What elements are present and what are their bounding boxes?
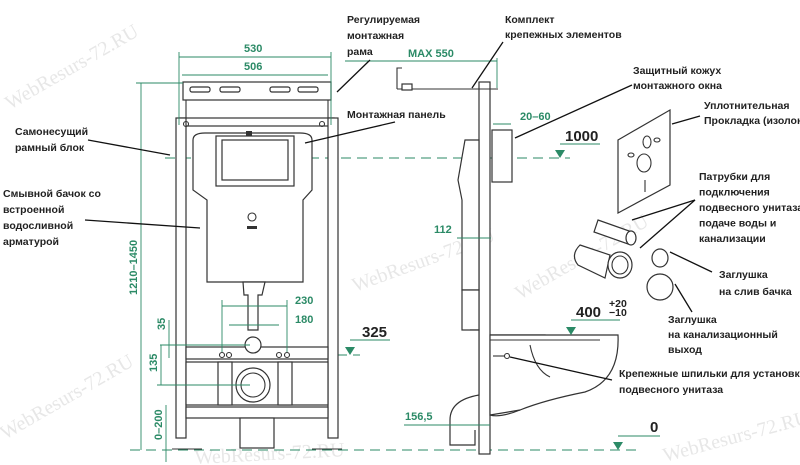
dim-20-60: 20–60 (520, 111, 551, 123)
dim-1210-1450: 1210–1450 (128, 240, 140, 295)
leader-lines (84, 41, 713, 381)
level-400-tol-minus: −10 (609, 307, 627, 319)
level-marker-1000 (555, 150, 565, 158)
cistern-plug (651, 248, 669, 268)
front-frame (172, 81, 342, 450)
gasket (617, 108, 671, 215)
sewer-pipe (573, 244, 611, 279)
dim-530: 530 (244, 43, 262, 55)
watermark: WebResurs-72.RU (2, 20, 143, 114)
dim-max-550: MAX 550 (408, 48, 454, 60)
label-mounting-panel: Монтажная панель (347, 109, 446, 121)
dim-35: 35 (156, 318, 168, 330)
dim-112: 112 (434, 224, 452, 236)
dim-230: 230 (295, 295, 313, 307)
level-325: 325 (362, 324, 387, 341)
flush-icon (247, 212, 257, 222)
level-0: 0 (650, 419, 658, 436)
level-400-tol-plus: +20 (609, 298, 627, 310)
right-post (327, 117, 339, 439)
watermark: WebResurs-72.RU (661, 407, 800, 465)
dim-180: 180 (295, 314, 313, 326)
side-post (478, 81, 491, 455)
sewer-plug (646, 273, 674, 301)
level-400: 400 (576, 304, 601, 321)
dim-156-5: 156,5 (405, 411, 433, 423)
side-view (396, 67, 619, 455)
left-post (175, 117, 187, 439)
side-dimensions: MAX 550 20–60 1000 112 400 +20 −10 156,5… (345, 48, 660, 450)
watermark: WebResurs-72.RU (0, 350, 138, 444)
dim-0-200: 0–200 (153, 409, 165, 440)
level-1000: 1000 (565, 128, 598, 145)
level-marker-400 (566, 327, 576, 335)
level-marker-325 (345, 347, 355, 355)
dim-506: 506 (244, 61, 262, 73)
protective-cover (491, 129, 513, 183)
dim-135: 135 (148, 354, 160, 372)
front-dimensions: 530 506 1210–1450 35 135 0–200 230 180 3… (128, 43, 390, 462)
accessories (573, 108, 674, 301)
level-marker-0 (613, 442, 623, 450)
